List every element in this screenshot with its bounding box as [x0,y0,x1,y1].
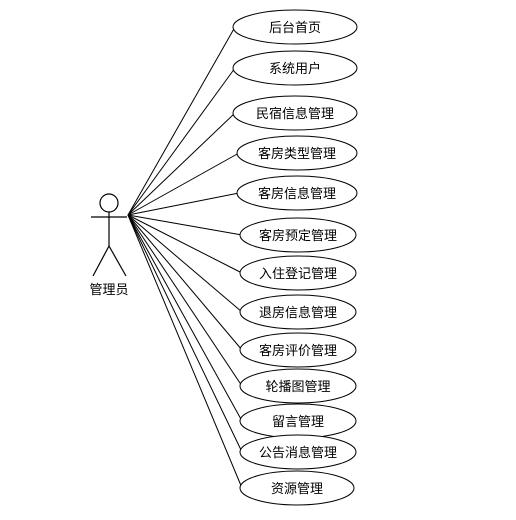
use-case-label: 资源管理 [271,482,323,497]
actor-left-leg [92,245,110,277]
use-case-label: 轮播图管理 [265,380,330,395]
association-line [127,214,243,313]
use-case: 轮播图管理 [239,368,357,404]
association-line [127,112,236,216]
use-case: 退房信息管理 [239,294,357,330]
use-case: 客房评价管理 [239,332,357,368]
actor-label: 管理员 [89,283,128,298]
use-case-label: 留言管理 [272,415,324,430]
association-line [127,214,243,274]
use-case: 公告消息管理 [239,434,357,470]
association-line [127,152,240,216]
use-case-ellipse [239,255,357,291]
association-line [127,214,243,351]
use-case: 留言管理 [239,403,357,439]
use-case-ellipse [232,9,358,45]
use-case: 资源管理 [239,470,355,506]
association-line [127,214,243,422]
use-case-ellipse [232,95,358,131]
use-case: 后台首页 [232,9,358,45]
association-line [127,67,236,216]
use-case-ellipse [239,368,357,404]
use-case-label: 退房信息管理 [259,305,337,321]
use-case: 系统用户 [232,50,358,86]
use-case-label: 系统用户 [269,61,321,77]
use-case-ellipse [236,135,358,171]
use-case: 入住登记管理 [239,255,357,291]
actor-administrator: 管理员 [89,193,129,298]
use-case-label: 公告消息管理 [259,445,337,461]
use-case-ellipse [232,50,358,86]
association-line [127,26,236,216]
association-lines [127,26,243,489]
use-case-ellipse [239,294,357,330]
use-case-label: 客房类型管理 [258,146,336,162]
use-case-label: 民宿信息管理 [256,106,334,122]
use-case-label: 后台首页 [269,21,321,36]
use-case-ellipse [239,332,357,368]
association-line [127,214,243,453]
use-case: 民宿信息管理 [232,95,358,131]
use-case-label: 入住登记管理 [259,267,337,282]
association-line [127,214,243,387]
association-line [127,214,243,236]
actor-right-leg [108,245,127,277]
use-case: 客房预定管理 [239,217,357,253]
use-case-ellipse [239,470,355,506]
use-cases: 后台首页系统用户民宿信息管理客房类型管理客房信息管理客房预定管理入住登记管理退房… [232,9,358,506]
use-case-ellipse [239,217,357,253]
association-line [127,192,240,216]
actor-head [99,193,119,213]
use-case-ellipse [239,434,357,470]
use-case-label: 客房预定管理 [259,228,337,244]
use-case: 客房类型管理 [236,135,358,171]
use-case-label: 客房信息管理 [258,186,336,202]
use-case-ellipse [236,175,358,211]
association-line [127,214,243,489]
use-case: 客房信息管理 [236,175,358,211]
use-case-label: 客房评价管理 [259,343,337,359]
